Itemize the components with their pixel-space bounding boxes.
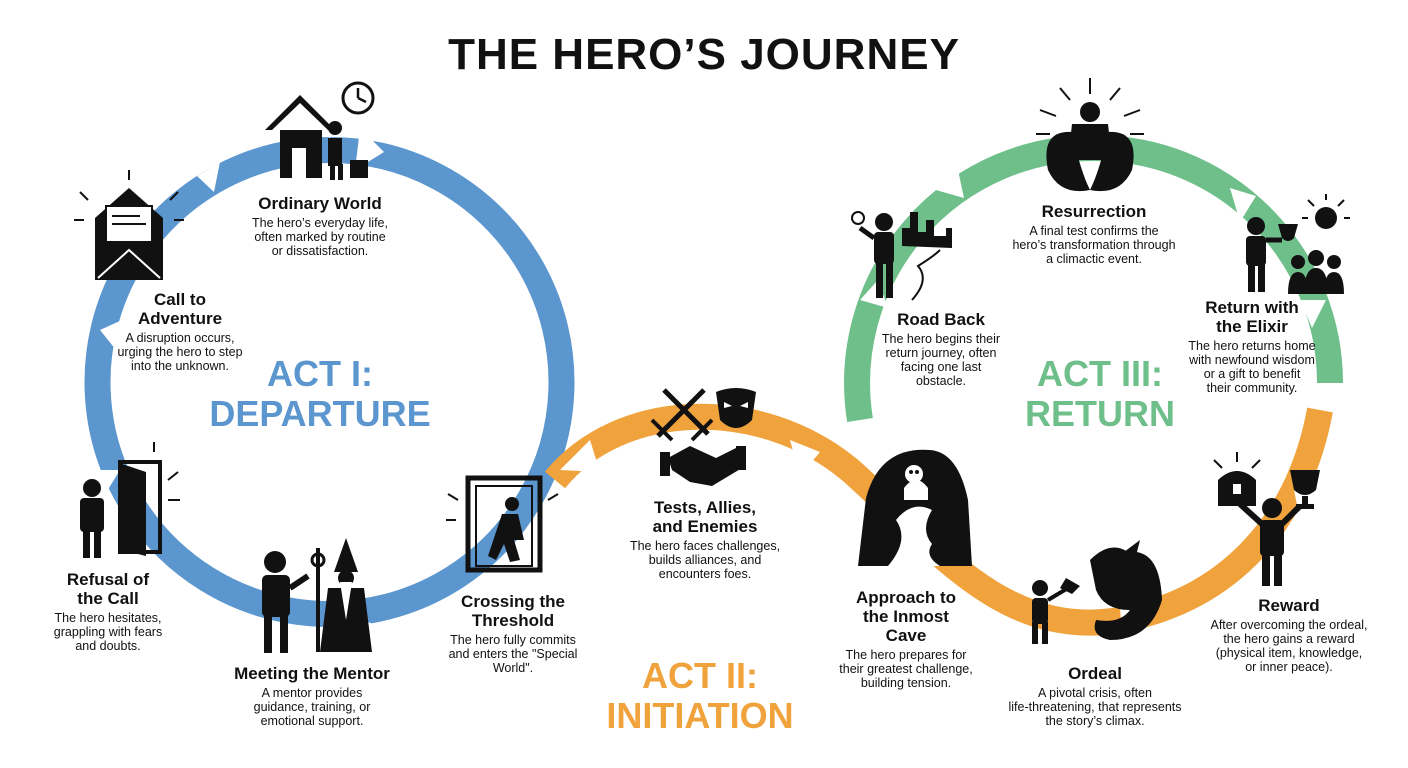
dragon-icon [1032,540,1162,644]
stage-ordinary-world: Ordinary World The hero’s everyday life,… [220,194,420,258]
stage-name: Road Back [897,310,985,329]
act1-label: ACT I: DEPARTURE [180,353,460,435]
stage-desc-line: the hero gains a reward [1223,632,1355,647]
stage-approach-inmost-cave: Approach to the Inmost Cave The hero pre… [816,588,996,690]
clock-icon [341,81,375,115]
house-icon [265,95,368,180]
stage-desc-line: encounters foes. [658,567,752,582]
stage-name: Ordinary World [258,194,382,213]
stage-desc-line: The hero prepares for [845,648,967,663]
handshake-icon [660,446,746,486]
stage-name: Crossing the Threshold [461,592,565,631]
stage-return-with-elixir: Return with the Elixir The hero returns … [1164,298,1340,395]
stage-crossing-the-threshold: Crossing the Threshold The hero fully co… [430,592,596,675]
stage-desc-line: The hero fully commits [450,633,576,648]
cave-icon [858,449,972,566]
stage-desc-line: emotional support. [260,714,364,729]
stage-tests-allies-enemies: Tests, Allies, and Enemies The hero face… [610,498,800,581]
stage-name: Approach to the Inmost Cave [855,588,957,646]
stage-refusal-of-the-call: Refusal of the Call The hero hesitates, … [30,570,186,653]
stage-reward: Reward After overcoming the ordeal, the … [1192,596,1386,674]
stage-desc-line: building tension. [860,676,952,691]
threshold-icon [446,475,559,573]
stage-desc-line: their community. [1206,381,1298,396]
city-icon [851,211,952,301]
stage-name: Ordeal [1068,664,1122,683]
stage-desc-line: life-threatening, that represents [1008,700,1182,715]
stage-road-back: Road Back The hero begins their return j… [866,310,1016,388]
stage-name: Return with the Elixir [1205,298,1299,337]
stage-name: Tests, Allies, and Enemies [652,498,758,537]
stage-desc-line: urging the hero to step [117,345,243,360]
stage-desc-line: After overcoming the ordeal, [1210,618,1368,633]
stage-desc-line: A final test confirms the [1029,224,1159,239]
stage-desc-line: grappling with fears [53,625,163,640]
stage-desc-line: facing one last [900,360,982,375]
stage-desc-line: return journey, often [885,346,997,361]
stage-desc-line: and enters the "Special [448,647,578,662]
stage-desc-line: or dissatisfaction. [271,244,369,259]
stage-desc-line: their greatest challenge, [839,662,973,677]
swords-icon [650,388,714,442]
stage-resurrection: Resurrection A final test confirms the h… [994,202,1194,266]
trophy-icon [1237,470,1320,586]
stage-desc-line: obstacle. [915,374,967,389]
stage-name: Refusal of the Call [66,570,150,609]
stage-desc-line: with newfound wisdom [1189,353,1315,368]
stage-desc-line: and doubts. [75,639,141,654]
act2-line1: ACT II: [642,655,758,696]
stage-desc-line: guidance, training, or [253,700,371,715]
treasure-icon [1213,452,1261,506]
stage-desc-line: into the unknown. [131,359,229,374]
stage-desc-line: A disruption occurs, [125,331,235,346]
stage-desc-line: The hero returns home [1188,339,1316,354]
mask-icon [716,388,756,428]
envelope-icon [74,170,184,280]
reborn-icon [1036,78,1144,192]
stage-name: Reward [1258,596,1320,615]
stage-desc-line: often marked by routine [254,230,386,245]
stage-ordeal: Ordeal A pivotal crisis, often life-thre… [990,664,1200,728]
stage-desc-line: The hero begins their [881,332,1001,347]
stage-call-to-adventure: Call to Adventure A disruption occurs, u… [90,290,270,373]
act2-label: ACT II: INITIATION [560,655,840,737]
stage-desc-line: or inner peace). [1245,660,1333,675]
stage-name: Resurrection [1041,202,1147,221]
act3-label: ACT III: RETURN [960,353,1240,435]
elixir-icon [1246,194,1350,294]
page-title: THE HERO’S JOURNEY [448,30,960,79]
act3-line2: RETURN [1025,393,1175,435]
stage-name: Meeting the Mentor [234,664,390,683]
stage-desc-line: World". [492,661,534,676]
stage-desc-line: The hero faces challenges, [629,539,781,554]
stage-meeting-the-mentor: Meeting the Mentor A mentor provides gui… [214,664,410,728]
stage-desc-line: builds alliances, and [648,553,762,568]
stage-desc-line: or a gift to benefit [1203,367,1301,382]
act1-line2: DEPARTURE [209,393,431,435]
mentor-icon [262,538,372,653]
stage-name: Call to Adventure [137,290,223,329]
stage-desc-line: (physical item, knowledge, [1215,646,1363,661]
act1-line1: ACT I: [267,353,373,394]
act2-line2: INITIATION [606,695,794,737]
stage-desc-line: A mentor provides [261,686,363,701]
act3-line1: ACT III: [1037,353,1163,394]
door-icon [80,442,180,558]
stage-desc-line: hero’s transformation through [1012,238,1176,253]
stage-desc-line: a climactic event. [1046,252,1142,267]
stage-desc-line: A pivotal crisis, often [1038,686,1152,701]
stage-desc-line: The hero’s everyday life, [252,216,388,231]
stage-desc-line: The hero hesitates, [54,611,162,626]
stage-desc-line: the story’s climax. [1045,714,1145,729]
